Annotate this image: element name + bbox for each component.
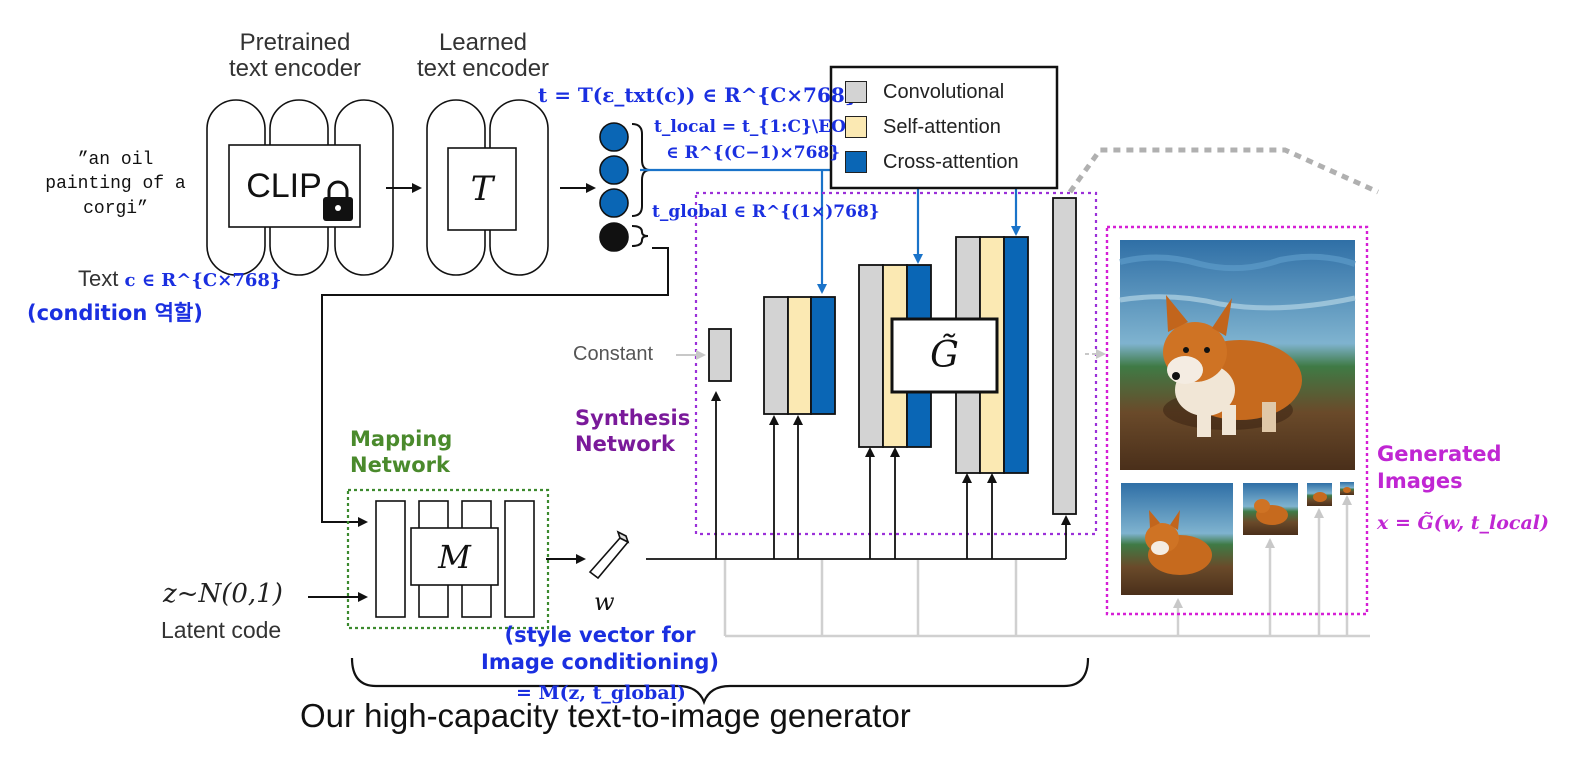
convolutional-label: Convolutional [883,80,1005,103]
w-label: w [594,588,615,616]
lock-icon [323,180,353,221]
x-equation: x = G̃(w, t_local) [1377,512,1549,534]
cross-attention-swatch [845,150,867,173]
figure-caption: Our high-capacity text-to-image generato… [300,697,911,734]
g-tilde-box [890,317,999,394]
text-token-circles [599,122,629,252]
synthesis-network-box [694,191,1098,536]
generated-images-box [1105,225,1369,616]
legend: Convolutional Self-attention Cross-atten… [845,74,1019,179]
t-global-label: t_global ∈ R^{(1×)768} [652,202,880,222]
t-global-path [321,247,669,527]
self-attention-label: Self-attention [883,115,1001,138]
condition-note: (condition 역할) [27,301,203,325]
m-label: M [438,537,471,576]
legend-convolutional: Convolutional [845,74,1019,109]
t-equation: t = T(ε_txt(c)) ∈ R^{C×768} [538,83,858,107]
legend-self-attention: Self-attention [845,109,1019,144]
bottom-brace [350,657,1090,706]
self-attention-swatch [845,115,867,138]
generated-image-small-2 [1243,483,1298,535]
text-condition: c ∈ R^{C×768} [124,270,282,291]
learned-text-encoder [426,99,549,276]
generated-image-small-1 [1121,483,1233,595]
clip-label: CLIP [246,166,322,205]
text-c-label: Text c ∈ R^{C×768} [78,266,282,291]
synthesis-output-conv [1052,197,1077,515]
t-local-dim: ∈ R^{(C−1)×768} [666,143,841,163]
synthesis-block-1 [763,296,836,415]
generated-image-small-3 [1307,483,1332,506]
mapping-network-layers [375,500,535,618]
t-encoder-label: T [470,169,494,209]
g-tilde-label: G̃ [930,335,959,376]
w-style-paths [646,391,1071,560]
legend-cross-attention: Cross-attention [845,144,1019,179]
z-label: z~N(0,1) [163,579,283,609]
cross-attention-label: Cross-attention [883,150,1019,173]
corgi-painting-image [1119,240,1356,470]
w-vector-icon [588,530,630,580]
text-label: Text [78,266,119,291]
generated-image-small-4 [1340,482,1354,495]
latent-code-label: Latent code [161,617,282,643]
w-equation: = M(z, t_global) [516,682,686,704]
constant-label: Constant [573,343,654,365]
t-global-brace [631,225,649,247]
legend-box [829,65,1059,190]
convolutional-swatch [845,80,867,103]
mapping-network-box [346,488,550,630]
zoom-dashed-line [1067,147,1380,195]
t-local-label: t_local = t_{1:C}\EOT [654,117,859,137]
constant-block [708,328,732,382]
